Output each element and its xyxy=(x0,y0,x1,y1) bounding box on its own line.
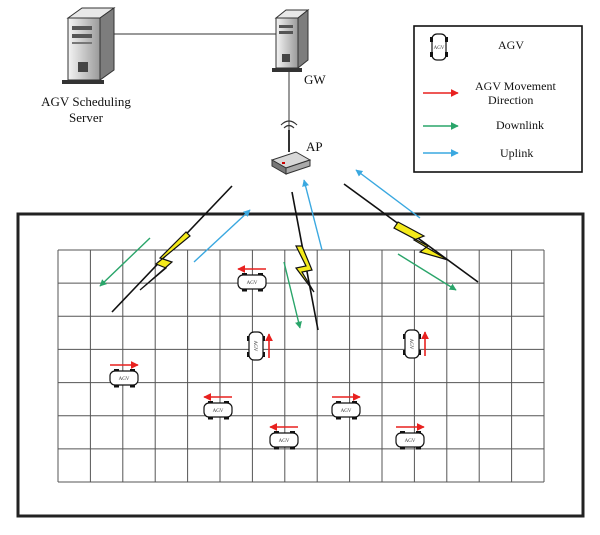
svg-text:AGV: AGV xyxy=(434,46,445,51)
agv-label: AGV xyxy=(341,409,352,414)
agv-label: AGV xyxy=(213,409,224,414)
legend-agv-icon: AGV xyxy=(430,33,448,61)
agv-label: AGV xyxy=(119,377,130,382)
gateway-label: GW xyxy=(304,72,326,87)
agv-icon: AGV xyxy=(395,423,425,450)
agv-label: AGV xyxy=(252,341,257,352)
legend-movement-label-line1: AGV Movement xyxy=(475,79,556,93)
wireless-link-right xyxy=(343,169,479,291)
legend: AGV AGV AGV Movement Direction Downlink … xyxy=(413,25,583,173)
agv-group: AGV AGV AGV AGV AGV AGV AGV AGV xyxy=(109,265,429,450)
agv-icon: AGV xyxy=(403,329,429,359)
agv-icon: AGV xyxy=(109,361,139,388)
agv-label: AGV xyxy=(408,339,413,350)
legend-agv-label: AGV xyxy=(498,38,524,52)
server-icon xyxy=(62,7,116,84)
legend-uplink-label: Uplink xyxy=(500,146,533,160)
access-point-label: AP xyxy=(306,139,323,154)
gateway-icon xyxy=(272,8,310,72)
access-point-icon xyxy=(270,120,312,175)
agv-icon: AGV xyxy=(237,265,267,292)
agv-icon: AGV xyxy=(247,331,273,361)
legend-movement-label-line2: Direction xyxy=(488,93,533,107)
agv-label: AGV xyxy=(405,439,416,444)
legend-downlink-label: Downlink xyxy=(496,118,544,132)
agv-label: AGV xyxy=(279,439,290,444)
server-label-line2: Server xyxy=(69,110,104,125)
wireless-link-left xyxy=(99,185,251,313)
agv-icon: AGV xyxy=(269,423,299,450)
agv-icon: AGV xyxy=(203,393,233,420)
warehouse-frame xyxy=(16,212,585,518)
server-label-line1: AGV Scheduling xyxy=(41,94,131,109)
agv-label: AGV xyxy=(247,281,258,286)
wireless-link-center xyxy=(283,179,323,331)
agv-icon: AGV xyxy=(331,393,361,420)
